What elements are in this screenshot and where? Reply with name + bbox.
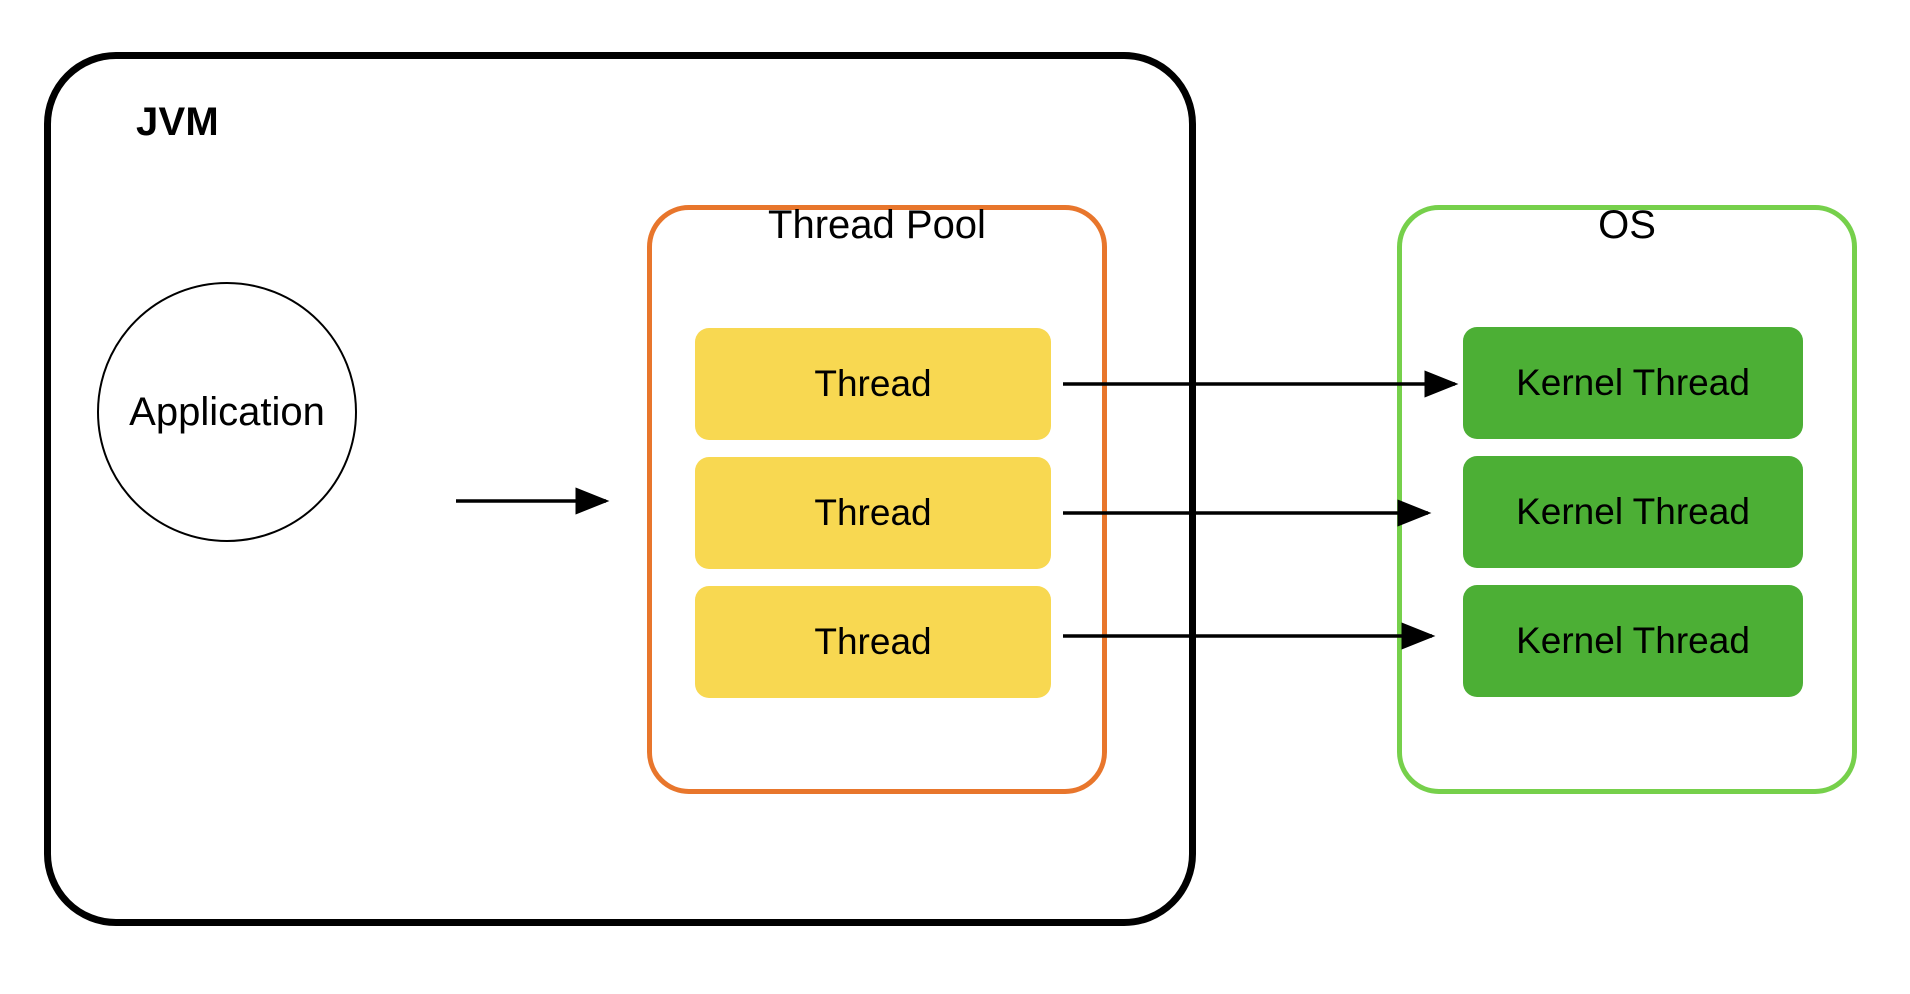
jvm-label: JVM bbox=[136, 100, 219, 144]
kernel-thread-chip-2: Kernel Thread bbox=[1463, 456, 1803, 568]
thread-pool-label: Thread Pool bbox=[768, 203, 986, 247]
thread-chip-1: Thread bbox=[695, 328, 1051, 440]
application-label: Application bbox=[129, 389, 325, 434]
thread-list: Thread Thread Thread bbox=[695, 328, 1051, 715]
kernel-thread-chip-3-label: Kernel Thread bbox=[1516, 620, 1750, 661]
thread-chip-3-label: Thread bbox=[814, 621, 932, 662]
kernel-thread-list: Kernel Thread Kernel Thread Kernel Threa… bbox=[1463, 327, 1803, 714]
kernel-thread-chip-1: Kernel Thread bbox=[1463, 327, 1803, 439]
thread-pool-container bbox=[647, 205, 1107, 794]
kernel-thread-chip-3: Kernel Thread bbox=[1463, 585, 1803, 697]
jvm-container bbox=[44, 52, 1196, 926]
thread-chip-3: Thread bbox=[695, 586, 1051, 698]
thread-chip-1-label: Thread bbox=[814, 363, 932, 404]
os-label: OS bbox=[1598, 203, 1656, 247]
kernel-thread-chip-1-label: Kernel Thread bbox=[1516, 362, 1750, 403]
application-node: Application bbox=[97, 282, 357, 542]
thread-chip-2-label: Thread bbox=[814, 492, 932, 533]
kernel-thread-chip-2-label: Kernel Thread bbox=[1516, 491, 1750, 532]
thread-chip-2: Thread bbox=[695, 457, 1051, 569]
